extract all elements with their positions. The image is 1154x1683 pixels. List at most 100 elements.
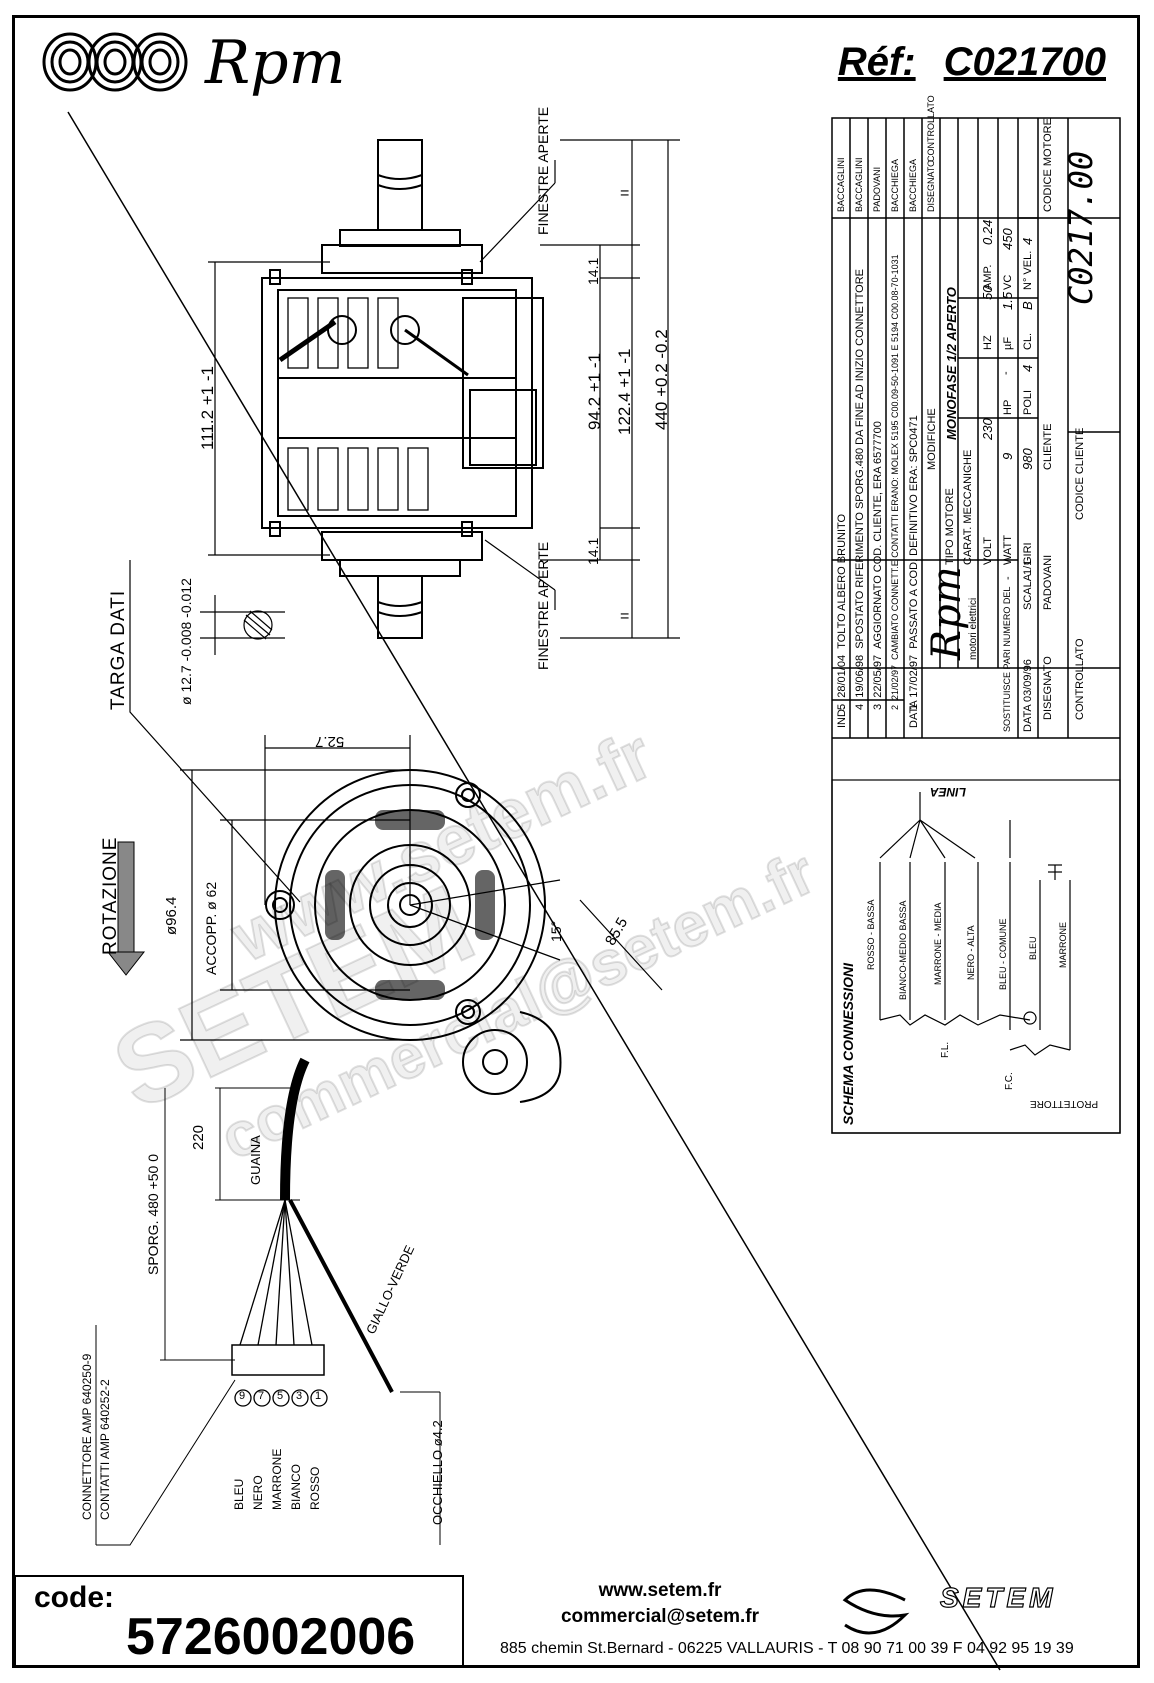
- sporg-dim: SPORG. 480 +50 0: [145, 1153, 161, 1275]
- dim-94: 94.2 +1 -1: [585, 352, 604, 430]
- rev-data-header: DATA: [908, 700, 920, 728]
- fc-label: F.C.: [1004, 1072, 1015, 1090]
- front-dimensions: [180, 735, 663, 1041]
- cl-value: B: [1020, 301, 1035, 310]
- code-value: 5726002006: [126, 1608, 416, 1666]
- sostituisce-value: -: [1002, 576, 1014, 580]
- dim-52: 52.7: [315, 733, 345, 750]
- brand-logo-text: Rpm: [205, 28, 346, 98]
- vc-value: 450: [1000, 228, 1015, 250]
- rotazione-label: ROTAZIONE: [100, 836, 121, 955]
- data-label: DATA: [1022, 704, 1034, 732]
- codice-motore-label: CODICE MOTORE: [1042, 118, 1054, 212]
- rev-1: 1 17/02/97 PASSATO A COD. DEFINITIVO ERA…: [908, 415, 920, 710]
- dim-15-deg: 15°: [548, 920, 564, 942]
- rev-1-by: BACCHIEGA: [908, 158, 918, 212]
- contatti-label: CONTATTI AMP 640252-2: [98, 1379, 112, 1520]
- uf-value: 1.5: [1000, 291, 1015, 310]
- wire-bleu: BLEU: [1028, 936, 1038, 960]
- wire-marrone-2: MARRONE: [1058, 921, 1068, 968]
- linea-label: LINEA: [930, 785, 966, 799]
- drawing-frame: [12, 15, 1140, 1668]
- hp-label: HP: [1002, 399, 1014, 415]
- schema-title: SCHEMA CONNESSIONI: [840, 962, 856, 1125]
- dim-equal-bottom: =: [620, 608, 630, 625]
- tb-rpm-sub: motori elettrici: [968, 597, 979, 660]
- cliente-label: CLIENTE: [1042, 423, 1054, 470]
- pin-number-9: 9: [239, 1390, 246, 1402]
- pin-circles: [234, 1389, 328, 1407]
- pin-label-marrone: MARRONE: [270, 1448, 284, 1510]
- rpm-coil-logo: [42, 32, 188, 92]
- rev-4: 4 19/06/98 SPOSTATO RIFERIMENTO SPORG.48…: [854, 269, 866, 710]
- dim-14-top: 14.1: [585, 257, 601, 285]
- pin-number-7: 7: [258, 1390, 265, 1402]
- tipo-motore-value: MONOFASE 1/2 APERTO: [944, 287, 959, 440]
- targa-dati-label: TARGA DATI: [108, 589, 129, 710]
- codice-cliente-label: CODICE CLIENTE: [1074, 427, 1086, 520]
- diagonal-line: [67, 111, 1001, 1671]
- giri-value: 980: [1020, 448, 1035, 470]
- controllato-label: CONTROLLATO: [1074, 638, 1086, 721]
- rev-3: 3 22/05/97 AGGIORNATO COD. CLIENTE, ERA …: [872, 421, 884, 710]
- watt-value: 9: [1000, 452, 1015, 460]
- volt-label: VOLT: [982, 537, 994, 565]
- amp-value: 0.24: [980, 219, 995, 245]
- pin-number-1: 1: [315, 1390, 322, 1402]
- scala-value: 1/1: [1022, 559, 1034, 575]
- dim-96: ø96.4: [163, 896, 180, 935]
- footer-website-link[interactable]: www.setem.fr: [598, 1580, 722, 1601]
- occhiello-label: OCCHIELLO ø4.2: [430, 1420, 445, 1525]
- ref-label: Réf:: [837, 40, 916, 84]
- fl-label: F.L.: [940, 1041, 951, 1058]
- uf-label: µF: [1002, 336, 1014, 350]
- code-label: code:: [34, 1581, 115, 1614]
- wire-nero: NERO - ALTA: [966, 925, 976, 980]
- tb-rpm-logo: Rpm: [924, 566, 970, 660]
- sostituisce-label: SOSTITUISCE PARI NUMERO DEL: [1002, 586, 1012, 732]
- dim-14-bottom: 14.1: [585, 537, 601, 565]
- finestre-aperte-top-label: FINESTRE APERTE: [535, 106, 551, 235]
- tipo-motore-label: TIPO MOTORE: [944, 488, 956, 565]
- schema-connessioni: [831, 779, 1121, 1134]
- motor-side-view: [261, 139, 544, 639]
- rev-3-by: PADOVANI: [872, 166, 882, 212]
- footer-address: 885 chemin St.Bernard - 06225 VALLAURIS …: [500, 1640, 1074, 1657]
- pin-label-bianco: BIANCO: [289, 1463, 303, 1510]
- watt-label: WATT: [1002, 535, 1014, 565]
- data-value: 03/09/96: [1022, 659, 1034, 702]
- carat-value: -: [962, 466, 974, 470]
- wire-marrone: MARRONE - MEDIA: [933, 902, 943, 985]
- ref-value: C021700: [943, 40, 1106, 84]
- disegnato-value: PADOVANI: [1042, 554, 1054, 610]
- dim-122: 122.4 +1 -1: [615, 348, 634, 436]
- footer-email-link[interactable]: commercial@setem.fr: [560, 1606, 760, 1627]
- rev-2: 2 21/02/97 CAMBIATO CONNETT.E CONTATTI E…: [890, 254, 900, 710]
- poli-label: POLI: [1022, 389, 1034, 415]
- rev-2-by: BACCHIEGA: [890, 158, 900, 212]
- reference-number: Réf: C021700: [838, 40, 1106, 85]
- wire-bleu-comune: BLEU - COMUNE: [998, 918, 1008, 990]
- pin-label-nero: NERO: [251, 1475, 265, 1510]
- wire-rosso: ROSSO - BASSA: [866, 899, 876, 970]
- rotation-arrow: [106, 841, 146, 976]
- rev-4-by: BACCAGLINI: [854, 157, 864, 212]
- hp-value: -: [1000, 371, 1012, 375]
- cable-harness: [95, 1057, 441, 1546]
- nvel-value: 4: [1020, 237, 1035, 245]
- amp-label: AMP.: [982, 264, 994, 290]
- volt-value: 230: [980, 418, 995, 440]
- code-box: code: 5726002006: [14, 1575, 464, 1667]
- disegnato-header: DISEGNATO: [926, 159, 936, 212]
- setem-logo: SETEM: [939, 1581, 1057, 1613]
- pin-number-5: 5: [277, 1390, 284, 1402]
- rev-modifiche-header: MODIFICHE: [926, 408, 938, 470]
- dim-440: 440 +0.2 -0.2: [652, 329, 671, 430]
- side-dimensions: [129, 139, 680, 903]
- pin-label-bleu: BLEU: [232, 1478, 246, 1510]
- scala-label: SCALA: [1022, 573, 1034, 610]
- cl-label: CL.: [1022, 332, 1034, 350]
- footer-contact: www.setem.fr commercial@setem.fr: [510, 1578, 810, 1630]
- disegnato-label: DISEGNATO: [1042, 656, 1054, 720]
